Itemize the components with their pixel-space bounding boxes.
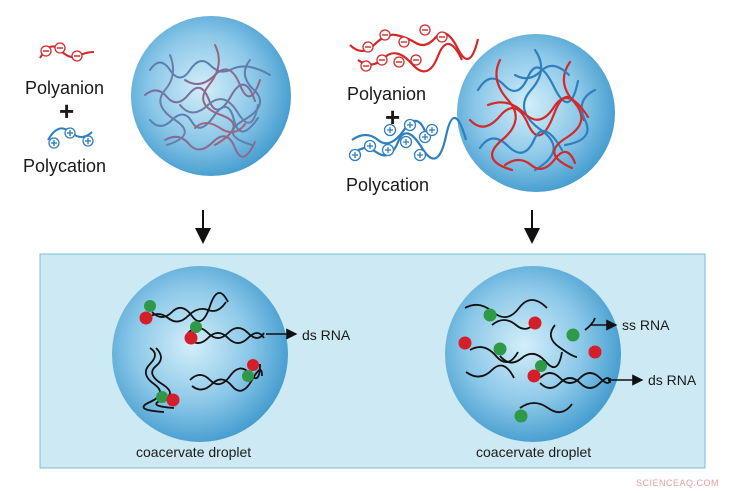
left-polycation-label: Polycation [23, 156, 107, 176]
right-coacervate-droplet [445, 266, 644, 442]
left-ds-rna-label: ds RNA [302, 327, 351, 343]
top-left-sphere [131, 16, 291, 176]
right-polyanion-chain [349, 24, 480, 73]
left-polyanion-chain [39, 42, 95, 62]
left-polyanion-label: Polyanion [25, 78, 105, 98]
right-polyanion-label: Polyanion [347, 84, 427, 104]
left-polycation-chain [47, 127, 94, 149]
left-droplet-caption: coacervate droplet [136, 444, 252, 460]
right-ds-rna-label: ds RNA [648, 372, 697, 388]
watermark: SCIENCEAQ.COM [636, 478, 720, 488]
right-droplet-caption: coacervate droplet [476, 444, 592, 460]
top-right-sphere [457, 34, 615, 192]
left-plus-sign: + [59, 96, 75, 126]
right-ss-rna-label: ss RNA [622, 317, 670, 333]
right-polycation-label: Polycation [346, 175, 430, 195]
right-polycation-chain [348, 116, 468, 162]
left-coacervate-droplet [112, 266, 298, 442]
right-plus-sign: + [385, 102, 401, 132]
